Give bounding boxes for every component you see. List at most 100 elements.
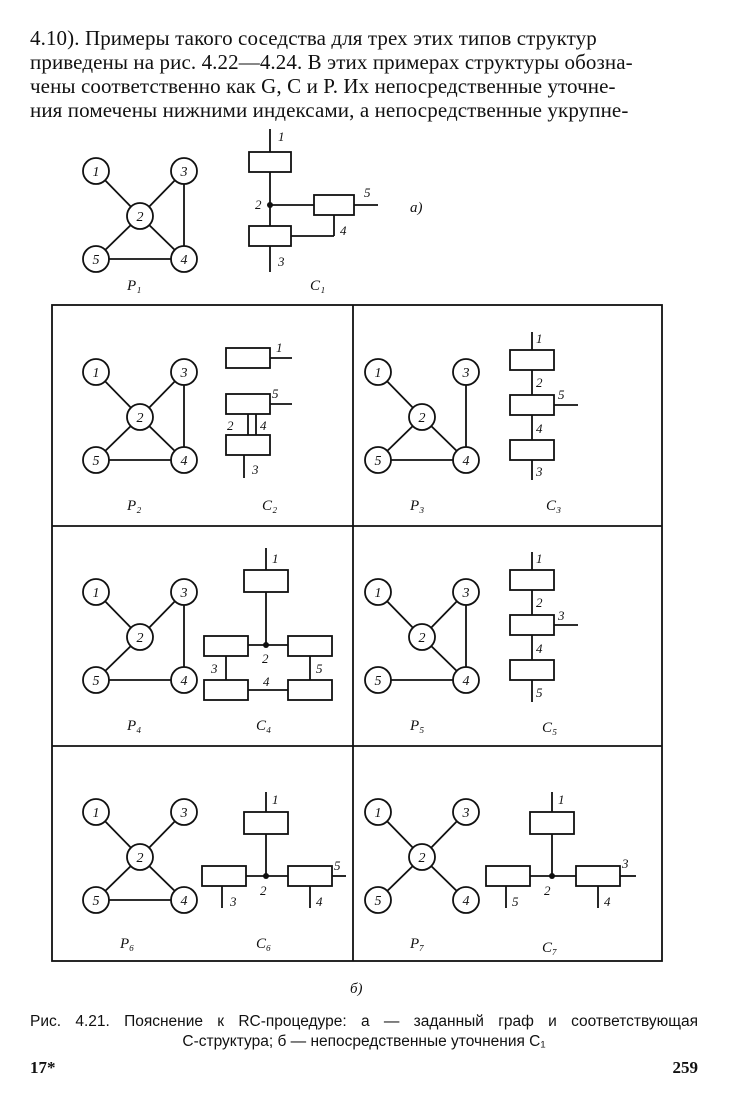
graph-node-label: 5 — [93, 894, 100, 909]
graph-edge — [148, 425, 176, 452]
graph-node-label: 3 — [180, 366, 188, 381]
graph-caption: P₅ — [409, 718, 424, 734]
figure-label: 1 — [536, 331, 543, 346]
graph-node — [126, 843, 154, 871]
graph-node — [452, 446, 480, 474]
figure-caption: Рис. 4.21. Пояснение к RC-процедуре: а —… — [30, 1012, 698, 1052]
part-a-label: а) — [410, 200, 423, 216]
graph-node — [452, 358, 480, 386]
graph-node — [82, 446, 110, 474]
c-structure-caption: C₃ — [546, 498, 561, 514]
figure-label: 2 — [255, 197, 262, 212]
figure-frame — [51, 304, 663, 962]
graph-edge — [430, 425, 458, 452]
figure-label: 4 — [536, 641, 543, 656]
paragraph-line: чены соответственно как G, C и P. Их неп… — [30, 74, 616, 98]
graph-node-label: 2 — [419, 411, 426, 426]
figure-label: 2 — [536, 375, 543, 390]
graph-edge — [104, 380, 132, 409]
graph-node — [170, 446, 198, 474]
graph-node — [170, 886, 198, 914]
signature-mark: 17* — [30, 1058, 56, 1077]
graph-node — [452, 886, 480, 914]
figure-label: 5 — [536, 685, 543, 700]
graph-node-label: 2 — [137, 411, 144, 426]
graph-node — [364, 798, 392, 826]
figure-label: 2 — [536, 595, 543, 610]
graph-node-label: 1 — [375, 366, 382, 381]
c-structure-box — [287, 635, 333, 657]
graph-node — [126, 623, 154, 651]
graph-node-label: 4 — [181, 674, 188, 689]
c-structure-box — [243, 569, 289, 593]
c-structure-box — [313, 194, 355, 216]
c-structure-box — [509, 349, 555, 371]
graph-node — [364, 666, 392, 694]
graph-node-label: 2 — [137, 631, 144, 646]
graph-edge — [104, 224, 132, 251]
graph-node-label: 1 — [375, 586, 382, 601]
c-structure-box — [575, 865, 621, 887]
figure-label: 1 — [276, 340, 283, 355]
figure-label: 4 — [316, 894, 323, 909]
graph-caption: P₃ — [409, 498, 424, 514]
figure-label: 1 — [558, 792, 565, 807]
graph-node — [364, 886, 392, 914]
figure-label: 4 — [260, 418, 267, 433]
c-structure-box — [509, 659, 555, 681]
part-b-label: б) — [350, 981, 363, 997]
graph-node-label: 1 — [93, 806, 100, 821]
c-structure-box — [509, 614, 555, 636]
figure-label: 5 — [334, 858, 341, 873]
graph-node-label: 2 — [419, 851, 426, 866]
caption-line-2: C-структура; б — непосредственные уточне… — [182, 1033, 546, 1050]
c-structure-box — [248, 151, 292, 173]
c-structure-box — [225, 434, 271, 456]
c-structure-caption: C₄ — [256, 718, 271, 734]
graph-edge — [386, 600, 414, 629]
graph-edge — [104, 820, 132, 849]
c-structure-box — [509, 569, 555, 591]
c-structure-caption: C₁ — [310, 278, 325, 294]
graph-edge — [430, 865, 458, 892]
c-structure-box — [485, 865, 531, 887]
graph-node-label: 3 — [180, 806, 188, 821]
figure-label: 4 — [536, 421, 543, 436]
graph-node-label: 4 — [463, 894, 470, 909]
graph-caption: P₆ — [119, 936, 134, 952]
paragraph-line: ния помечены нижними индексами, а непоср… — [30, 98, 629, 122]
figure-label: 2 — [544, 883, 551, 898]
graph-node-label: 5 — [375, 894, 382, 909]
graph-node-label: 5 — [93, 253, 100, 268]
page-number: 259 — [672, 1058, 699, 1077]
graph-edge — [148, 820, 176, 849]
figure-label: 4 — [604, 894, 611, 909]
caption-line-1: Рис. 4.21. Пояснение к RC-процедуре: а —… — [30, 1013, 698, 1030]
c-structure-box — [287, 679, 333, 701]
graph-node-label: 3 — [462, 586, 470, 601]
graph-node — [82, 245, 110, 273]
graph-node — [452, 798, 480, 826]
figure-label: 1 — [272, 551, 279, 566]
graph-node — [170, 578, 198, 606]
graph-node-label: 2 — [137, 210, 144, 225]
graph-node-label: 4 — [181, 454, 188, 469]
c-structure-box — [509, 394, 555, 416]
graph-caption: P₁ — [126, 278, 141, 294]
graph-node — [170, 358, 198, 386]
figure-label: 1 — [536, 551, 543, 566]
paragraph-line: приведены на рис. 4.22—4.24. В этих прим… — [30, 50, 633, 74]
graph-node — [408, 623, 436, 651]
body-paragraph: 4.10). Примеры такого соседства для трех… — [30, 26, 698, 122]
graph-node — [408, 403, 436, 431]
figure-label: 5 — [272, 386, 279, 401]
figure-lines — [51, 129, 663, 962]
graph-node-label: 2 — [419, 631, 426, 646]
c-structure-box — [225, 393, 271, 415]
figure-label: 4 — [263, 674, 270, 689]
graph-node-label: 3 — [462, 366, 470, 381]
c-structure-box — [201, 865, 247, 887]
graph-edge — [148, 600, 176, 629]
graph-node — [170, 245, 198, 273]
